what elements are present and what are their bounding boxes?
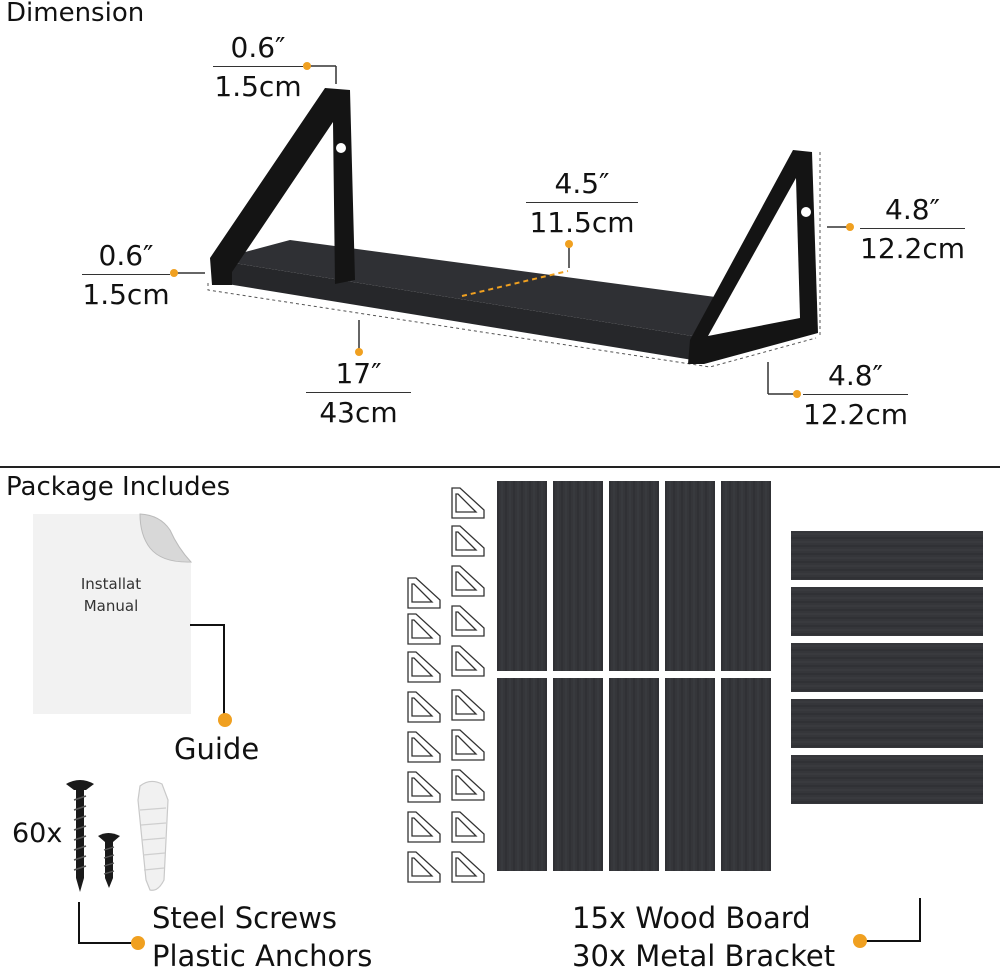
metal-bracket-clip bbox=[451, 565, 485, 597]
wood-board-vertical bbox=[553, 481, 603, 671]
plastic-anchor bbox=[137, 780, 169, 891]
metal-bracket-clip bbox=[451, 645, 485, 677]
metal-bracket-clip bbox=[451, 487, 485, 519]
wood-board-vertical bbox=[665, 481, 715, 671]
dim-height: 4.8″ 12.2cm bbox=[860, 193, 966, 265]
bracket-width-guide bbox=[461, 270, 569, 297]
shelf-board-top bbox=[215, 240, 812, 338]
metal-bracket-clip bbox=[451, 811, 485, 843]
wood-board-horizontal bbox=[791, 531, 983, 580]
boards-label-line2: 30x Metal Bracket bbox=[572, 939, 836, 973]
metal-bracket-clip bbox=[407, 811, 441, 843]
metal-bracket-clip bbox=[451, 525, 485, 557]
wood-board-horizontal bbox=[791, 643, 983, 692]
screws-count-label: 60x bbox=[12, 818, 63, 849]
dim-bracket-width: 4.5″ 11.5cm bbox=[526, 170, 638, 237]
wood-board-vertical bbox=[497, 481, 547, 671]
dimension-title: Dimension bbox=[6, 0, 145, 28]
dim-length: 17″ 43cm bbox=[306, 360, 411, 427]
dim-board-thickness: 0.6″ 1.5cm bbox=[82, 239, 170, 311]
metal-brackets bbox=[407, 487, 485, 883]
manual-illustration bbox=[33, 513, 193, 714]
metal-bracket-clip bbox=[451, 605, 485, 637]
manual-cover-text: Installat Manual bbox=[80, 575, 142, 615]
metal-bracket-clip bbox=[451, 769, 485, 801]
dimension-markers bbox=[170, 62, 854, 398]
dim-bracket-thickness: 0.6″ 1.5cm bbox=[213, 31, 303, 103]
wood-board-vertical bbox=[721, 481, 771, 671]
wood-board-vertical bbox=[665, 678, 715, 871]
dim-depth: 4.8″ 12.2cm bbox=[803, 359, 909, 431]
guide-marker bbox=[218, 713, 232, 727]
wood-boards bbox=[497, 481, 983, 871]
shelf-board-front bbox=[215, 260, 705, 362]
wood-board-horizontal bbox=[791, 699, 983, 748]
metal-bracket-clip bbox=[407, 651, 441, 683]
left-bracket bbox=[210, 88, 355, 285]
metal-bracket-clip bbox=[407, 577, 441, 609]
wood-board-vertical bbox=[721, 678, 771, 871]
metal-bracket-clip bbox=[407, 851, 441, 883]
wood-board-horizontal bbox=[791, 587, 983, 636]
wood-board-vertical bbox=[497, 678, 547, 871]
metal-bracket-clip bbox=[407, 771, 441, 803]
screws-label-line2: Plastic Anchors bbox=[152, 939, 373, 973]
section-divider bbox=[0, 466, 1000, 468]
metal-bracket-clip bbox=[451, 689, 485, 721]
screws-illustration bbox=[66, 780, 169, 892]
metal-bracket-clip bbox=[451, 851, 485, 883]
wood-board-vertical bbox=[609, 678, 659, 871]
metal-bracket-clip bbox=[451, 729, 485, 761]
boards-marker bbox=[853, 934, 867, 948]
screws-marker bbox=[131, 936, 145, 950]
package-title: Package Includes bbox=[6, 472, 231, 502]
metal-bracket-clip bbox=[407, 613, 441, 645]
shelf-illustration bbox=[207, 88, 821, 368]
dimension-leaders bbox=[174, 65, 848, 395]
wood-board-vertical bbox=[609, 481, 659, 671]
guide-label: Guide bbox=[174, 732, 260, 766]
metal-bracket-clip bbox=[407, 731, 441, 763]
screws-label-line1: Steel Screws bbox=[152, 901, 338, 935]
metal-bracket-clip bbox=[407, 691, 441, 723]
wood-board-horizontal bbox=[791, 755, 983, 804]
boards-label-line1: 15x Wood Board bbox=[572, 901, 811, 935]
wood-board-vertical bbox=[553, 678, 603, 871]
